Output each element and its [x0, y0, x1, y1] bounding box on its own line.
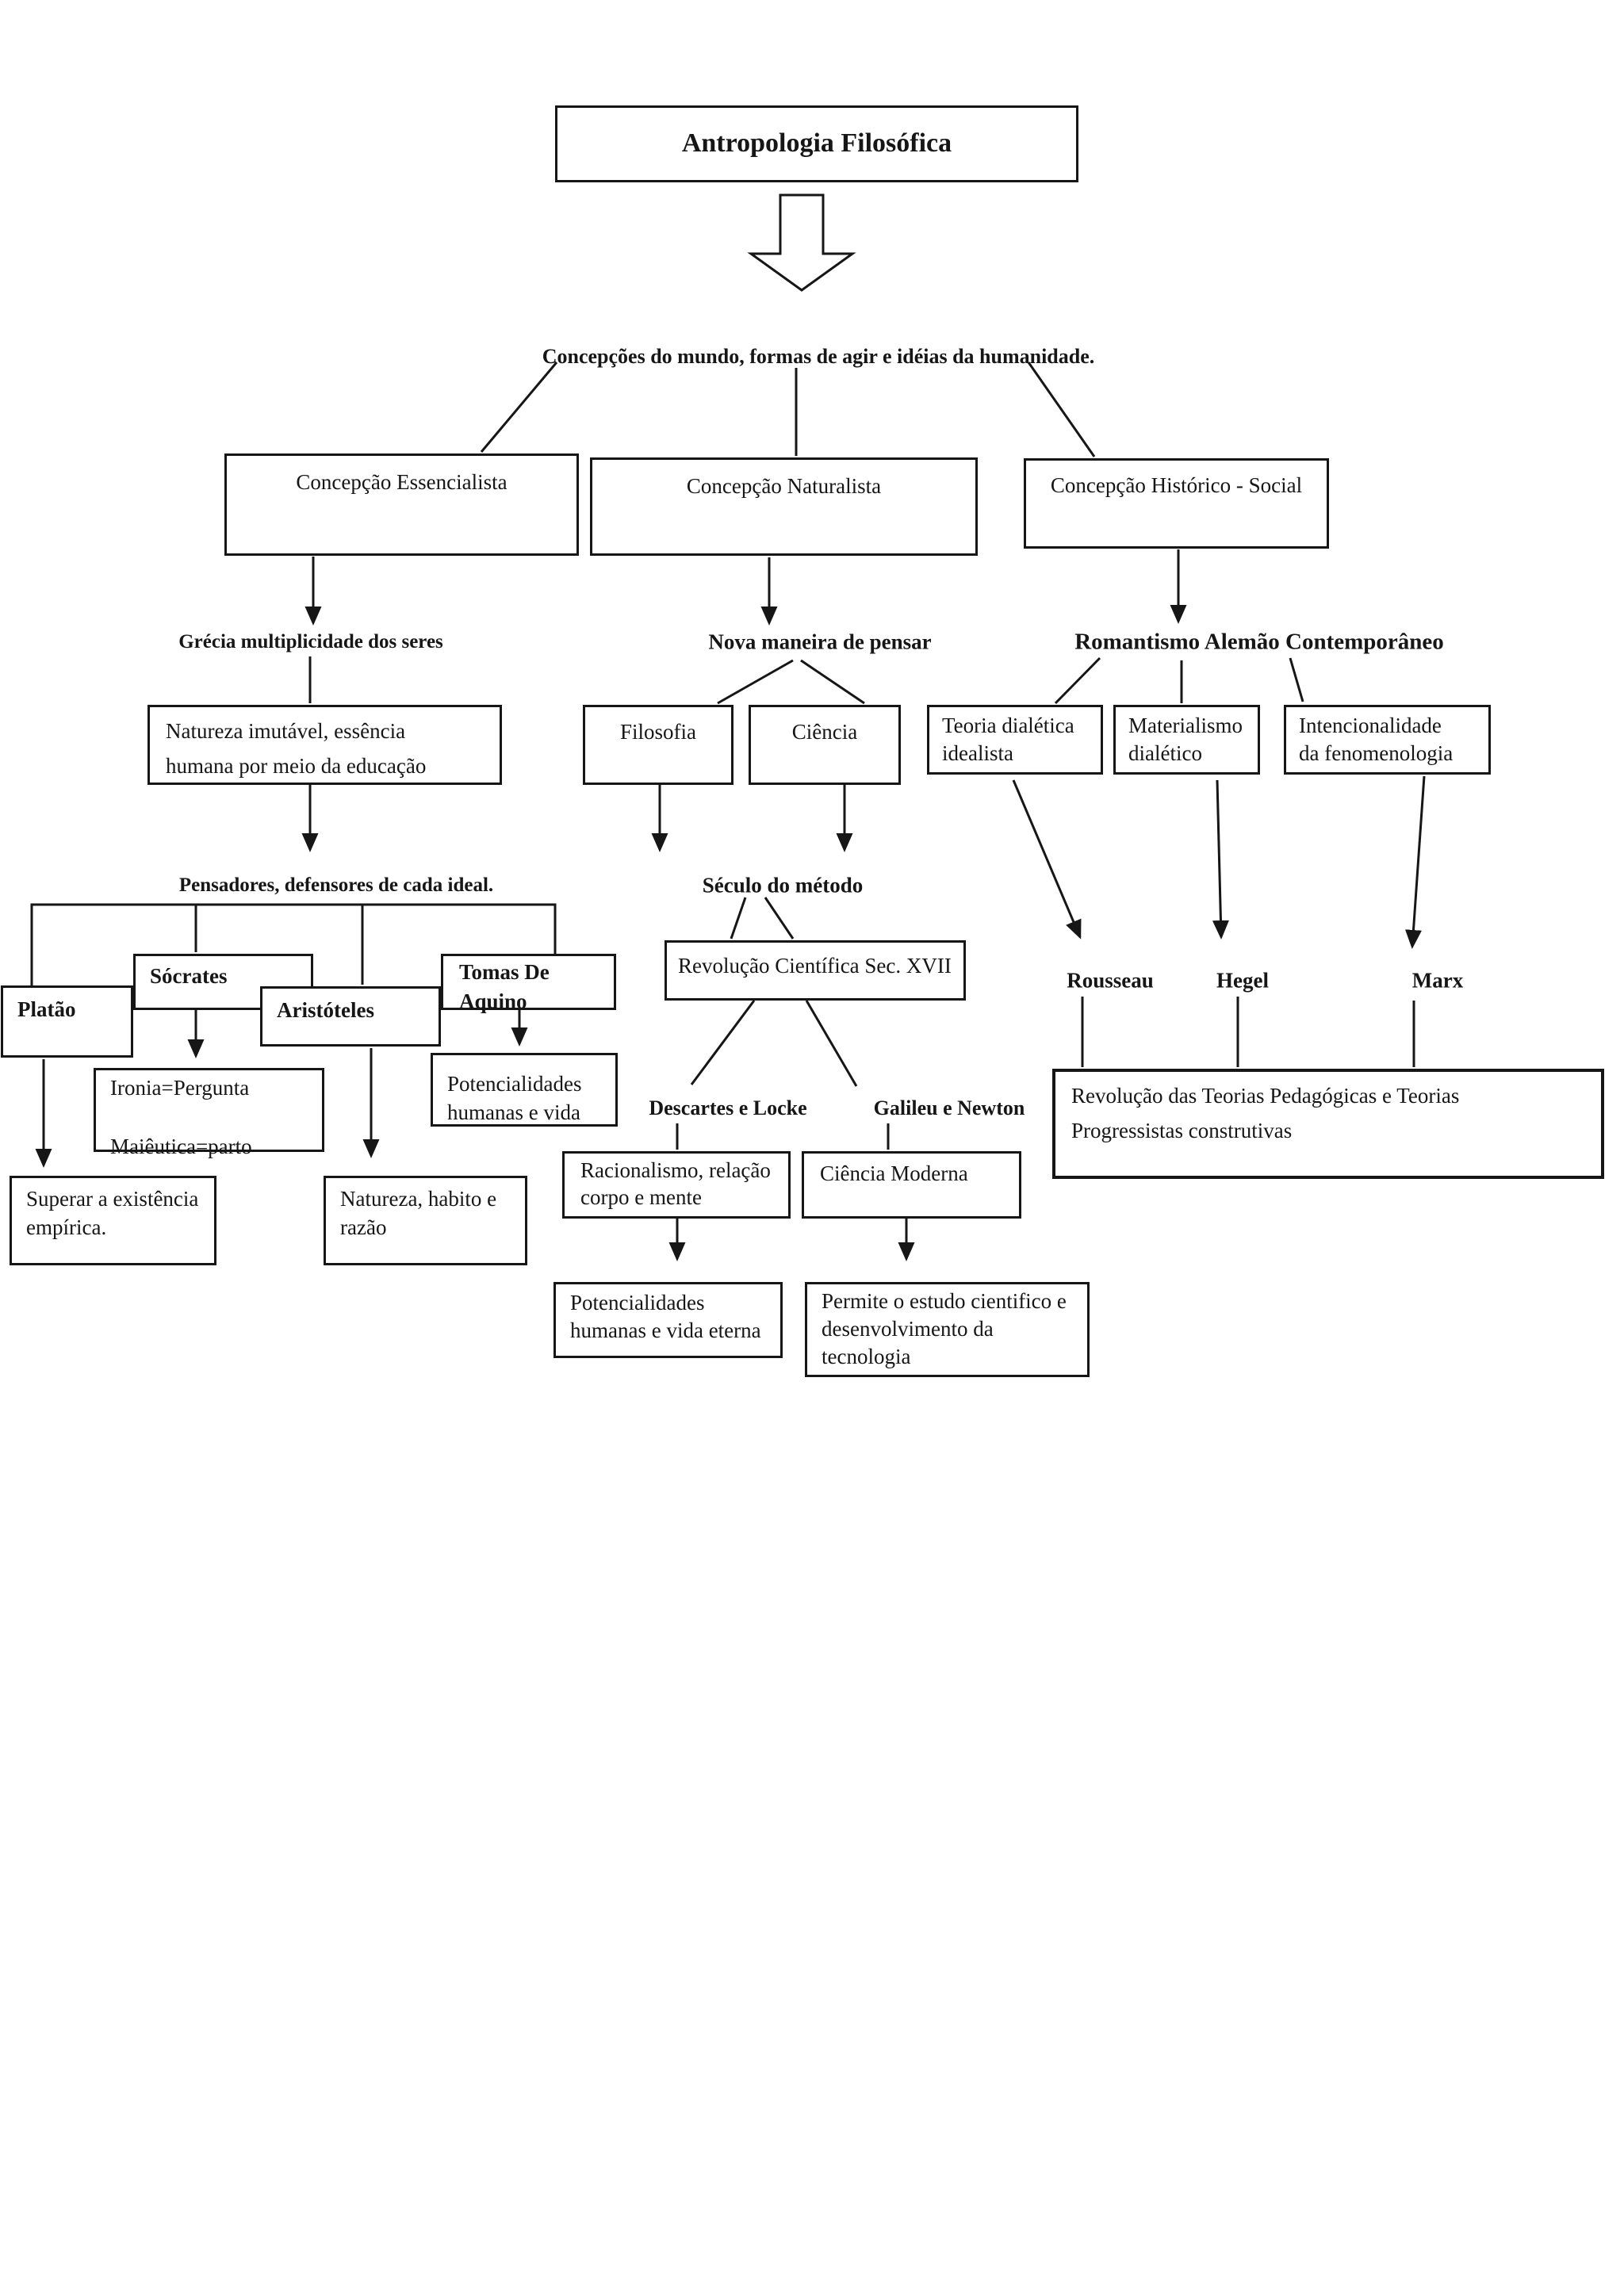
heading-romantismo: Romantismo Alemão Contemporâneo: [1074, 629, 1444, 655]
box-permite-estudo: Permite o estudo cientifico e desenvolvi…: [805, 1282, 1090, 1377]
label-marx: Marx: [1411, 968, 1464, 993]
box-concepcao-essencialista: Concepção Essencialista: [224, 453, 579, 556]
box-filosofia: Filosofia: [583, 705, 733, 785]
label-rousseau: Rousseau: [1067, 968, 1154, 993]
box-materialismo: Materialismo dialético: [1113, 705, 1260, 775]
box-potencialidades-eterna: Potencialidades humanas e vida eterna: [553, 1282, 783, 1358]
arrow-teoria-rousseau: [1012, 779, 1082, 939]
arrow-materialismo-hegel: [1212, 779, 1229, 939]
line-rev-galileu: [805, 1000, 858, 1087]
heading-grecia: Grécia multiplicidade dos seres: [178, 631, 443, 652]
box-tomas-de-aquino: Tomas De Aquino: [441, 954, 616, 1013]
heading-galileu-newton: Galileu e Newton: [873, 1096, 1025, 1119]
pensadores-bracket: [30, 903, 557, 985]
line-nova-ciencia: [800, 659, 865, 705]
box-potencialidades-vida: Potencialidades humanas e vida: [431, 1053, 618, 1127]
line-seculo-rev-right: [764, 897, 795, 939]
box-aristoteles: Aristóteles: [260, 986, 441, 1047]
title-box: Antropologia Filosófica: [555, 105, 1078, 182]
page-title: Antropologia Filosófica: [681, 128, 952, 159]
box-teoria-dialetica: Teoria dialética idealista: [927, 705, 1103, 775]
box-natureza-habito: Natureza, habito e razão: [324, 1176, 527, 1265]
line-nova-filosofia: [717, 659, 794, 705]
line-intro-essencialista: [480, 362, 558, 453]
heading-pensadores: Pensadores, defensores de cada ideal.: [178, 874, 494, 896]
box-concepcao-historico-social: Concepção Histórico - Social: [1024, 458, 1329, 549]
line-rom-intencionalidade: [1289, 657, 1304, 702]
box-natureza-imutavel: Natureza imutável, essência humana por m…: [147, 705, 502, 785]
line-seculo-rev-left: [730, 897, 747, 939]
heading-seculo: Século do método: [702, 873, 864, 897]
box-ciencia: Ciência: [749, 705, 901, 785]
intro-heading: Concepções do mundo, formas de agir e id…: [542, 345, 1095, 368]
label-hegel: Hegel: [1216, 968, 1269, 993]
line-rom-teoria: [1054, 656, 1101, 705]
box-superar-existencia: Superar a existência empírica.: [10, 1176, 216, 1265]
line-rev-descartes: [690, 1000, 756, 1085]
box-intencionalidade: Intencionalidade da fenomenologia: [1284, 705, 1491, 775]
flow-lines: [30, 193, 1426, 1261]
arrow-intencionalidade-marx: [1404, 775, 1426, 949]
box-ciencia-moderna: Ciência Moderna: [802, 1151, 1021, 1219]
heading-nova-maneira: Nova maneira de pensar: [708, 629, 932, 654]
box-platao: Platão: [1, 985, 133, 1058]
block-arrow-down-icon: [747, 193, 856, 292]
line-intro-historico: [1027, 362, 1096, 457]
box-revolucao-cientifica: Revolução Científica Sec. XVII: [665, 940, 966, 1001]
box-racionalismo: Racionalismo, relação corpo e mente: [562, 1151, 791, 1219]
box-revolucao-teorias: Revolução das Teorias Pedagógicas e Teor…: [1052, 1069, 1604, 1179]
box-ironia-maieutica: Ironia=Pergunta Maiêutica=parto: [94, 1068, 324, 1158]
box-concepcao-naturalista: Concepção Naturalista: [590, 457, 978, 556]
heading-descartes-locke: Descartes e Locke: [649, 1096, 807, 1119]
